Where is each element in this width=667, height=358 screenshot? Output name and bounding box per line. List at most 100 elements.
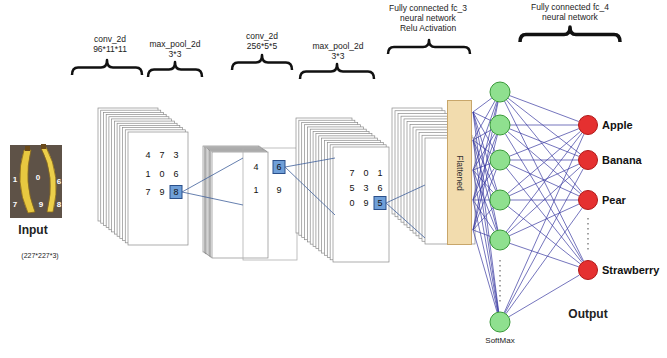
network-wire [510,160,578,161]
network-wire [508,131,581,193]
cell-value: 0 [159,169,164,180]
feature-map [333,147,389,262]
cell-value: 6 [173,169,178,180]
banana-stem [25,146,30,151]
cell-value: 1 [377,168,382,179]
layer-label: Relu Activation [400,24,456,34]
curly-brace [148,62,202,77]
highlight-cell [374,197,386,210]
network-wire [473,98,492,112]
network-wire [510,125,578,126]
leader-line [386,185,425,203]
input-label: Input [18,224,47,238]
hidden-neuron [490,82,510,102]
network-wire [473,230,491,237]
image-number: 0 [36,173,40,183]
softmax-label: SoftMax [485,336,514,345]
hidden-neuron [490,150,510,170]
cell-value: 9 [159,187,164,198]
leader-line [182,158,243,192]
pool-window [243,148,297,260]
cell-value: 1 [253,185,258,196]
output-neuron: Pear [578,190,626,210]
hidden-neuron [490,230,510,250]
cell-value: 5 [349,183,354,194]
cell-value: 9 [276,185,281,196]
curly-brace [300,64,374,79]
network-wire [509,243,578,267]
class-label: Pear [602,194,626,206]
class-label: Strawberry [602,264,659,276]
neuron-circle [578,260,598,280]
ellipsis-dots [499,260,500,304]
leader-line [386,203,425,238]
network-wire [506,100,581,192]
cell-value: 3 [363,183,368,194]
network-wire [506,133,582,232]
network-wire [505,134,583,262]
ellipsis-dots [587,218,588,252]
cell-value: 0 [363,168,368,179]
cell-value: 0 [349,198,354,209]
network-wire [473,102,498,200]
cell-value: 4 [145,150,150,161]
input-photo [10,145,62,218]
image-number: 8 [57,200,61,210]
neuron-circle [578,150,598,170]
cell-value: 4 [253,162,258,173]
network-wire [509,204,579,236]
layer-label: Fully connected fc_4 neural network [530,3,610,23]
network-wire [508,131,581,193]
layer-label: max_pool_2d 3*3 [311,42,365,62]
class-label: Banana [602,154,642,166]
hidden-neuron [490,190,510,210]
network-wire [509,129,578,157]
output-label: Output [568,308,607,322]
hidden-neuron [490,312,510,332]
cell-value: 8 [173,187,178,198]
layer-label: neural network [400,14,456,24]
banana-stem [41,144,46,149]
image-number: 1 [13,175,17,185]
hidden-neuron [490,115,510,135]
neuron-circle [578,115,598,135]
curly-brace [72,60,142,75]
layer-label: Fully connected fc_3 [389,4,467,14]
cell-value: 7 [159,150,164,161]
feature-map [212,152,268,258]
leader-line [182,192,243,205]
curly-brace [232,55,292,70]
curly-brace [388,40,470,54]
layer-label: conv_2d 96*11*11 [91,35,129,55]
cell-value: 9 [363,198,368,209]
output-neuron: Banana [578,150,642,170]
neuron-circle [578,190,598,210]
cell-value: 1 [145,169,150,180]
cell-value: 6 [276,162,281,173]
image-number: 9 [39,200,43,210]
layer-label: max_pool_2d 3*3 [148,40,202,60]
banana-shape [20,150,35,213]
leader-line [285,167,335,215]
flatten-band: Flattened [447,100,472,245]
highlight-cell [273,161,285,174]
network-wire [506,208,582,314]
network-wire [504,134,584,313]
output-neuron: Apple [578,115,633,135]
class-label: Apple [602,119,633,131]
layer-label: conv_2d 256*5*5 [244,32,281,52]
image-number: 7 [13,200,17,210]
banana-shape [41,147,56,212]
network-wire [504,101,583,261]
band-text: Flattened [455,155,465,190]
curly-brace [520,27,620,42]
leader-line [285,158,335,167]
network-wire [473,200,490,201]
network-wire [509,96,578,122]
network-wire [473,135,498,230]
cell-value: 3 [173,150,178,161]
cell-value: 7 [145,187,150,198]
network-wire [505,169,583,313]
network-wire [473,112,495,151]
